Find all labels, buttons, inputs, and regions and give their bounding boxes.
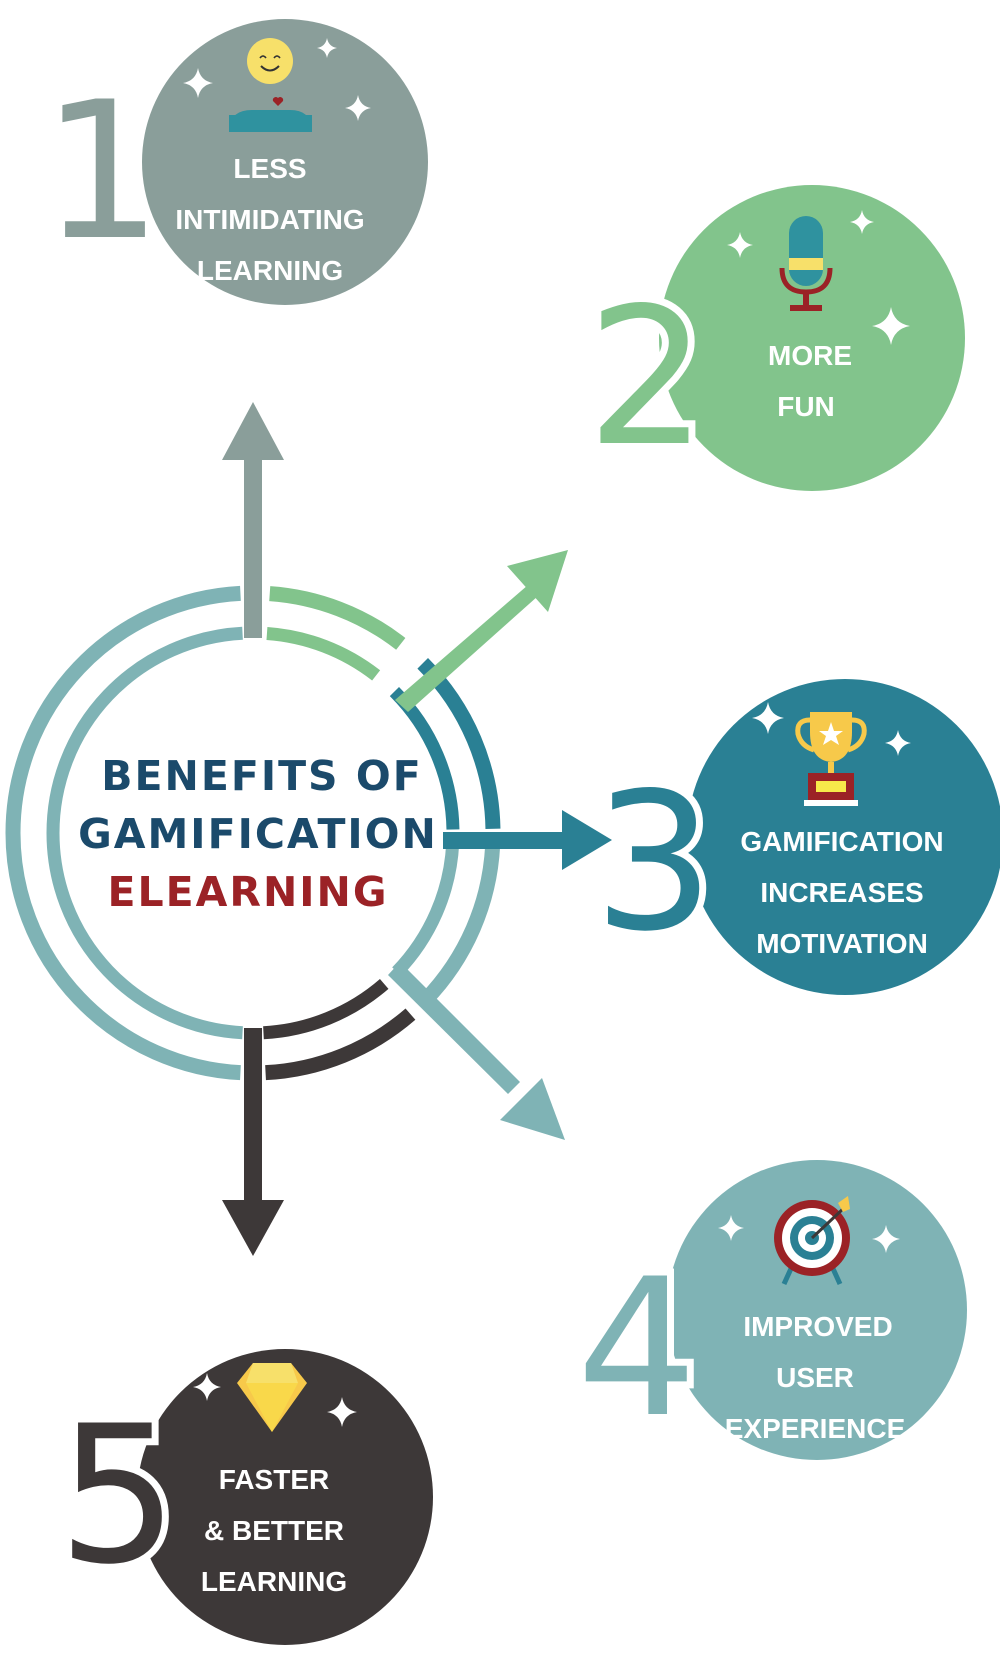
benefit-4-number: 4 — [577, 1238, 698, 1459]
outer-ring-arc-green — [269, 586, 406, 650]
benefit-1-line-1: LESS — [233, 153, 306, 184]
benefit-3: 3 GAMIFICATION INCREASES MOTIVATION — [587, 679, 1000, 995]
benefit-2-number: 2 — [587, 267, 708, 488]
benefit-4-line-1: IMPROVED — [743, 1311, 892, 1342]
inner-ring-arc-light-teal-lower — [392, 843, 460, 977]
benefit-5: 5 FASTER & BETTER LEARNING — [51, 1349, 433, 1645]
benefit-3-line-2: INCREASES — [760, 877, 923, 908]
benefit-1: 1 LESS INTIMIDATING LEARNING — [35, 19, 428, 305]
benefit-1-line-2: INTIMIDATING — [175, 204, 364, 235]
benefit-5-bubble — [137, 1349, 433, 1645]
title-line-3: ELEARNING — [108, 868, 389, 916]
benefit-4: 4 IMPROVED USER EXPERIENCE — [570, 1160, 967, 1466]
arrow-diagonal-green — [395, 550, 568, 712]
arrow-right-teal — [443, 810, 612, 870]
benefit-4-bubble — [667, 1160, 967, 1460]
inner-ring-arc-light-teal — [46, 626, 243, 1040]
microphone-icon — [779, 216, 833, 311]
title-line-2: GAMIFICATION — [78, 810, 438, 858]
inner-ring-arc-dark — [263, 979, 389, 1040]
target-icon — [774, 1196, 850, 1286]
benefit-2: 2 MORE FUN — [580, 185, 965, 495]
benefit-4-line-2: USER — [776, 1362, 854, 1393]
benefit-2-line-2: FUN — [777, 391, 835, 422]
title-line-1: BENEFITS OF — [101, 752, 422, 800]
arrow-down-dark — [222, 1028, 284, 1256]
outer-ring-arc-light-teal-lower — [420, 845, 501, 1005]
outer-ring-arc-light-teal — [5, 585, 241, 1081]
benefit-5-line-2: & BETTER — [204, 1515, 344, 1546]
inner-ring-arc-green — [266, 627, 381, 681]
diamond-icon — [237, 1363, 307, 1432]
outer-ring-arc-dark — [265, 1008, 416, 1081]
benefit-3-line-3: MOTIVATION — [756, 928, 928, 959]
benefit-3-bubble — [687, 679, 1000, 995]
arrow-diagonal-light-teal — [388, 962, 565, 1140]
benefit-5-line-3: LEARNING — [201, 1566, 347, 1597]
benefit-2-line-1: MORE — [768, 340, 852, 371]
happy-person-icon — [229, 38, 312, 132]
benefit-1-line-3: LEARNING — [197, 255, 343, 286]
benefit-5-line-1: FASTER — [219, 1464, 329, 1495]
benefit-2-bubble — [659, 185, 965, 491]
benefit-3-number: 3 — [594, 752, 715, 973]
benefit-1-bubble — [142, 19, 428, 305]
benefit-1-number: 1 — [42, 61, 163, 282]
benefit-5-number: 5 — [58, 1385, 179, 1606]
benefit-3-line-1: GAMIFICATION — [740, 826, 943, 857]
trophy-icon — [795, 712, 867, 806]
benefit-4-line-3: EXPERIENCE — [725, 1413, 906, 1444]
arrow-up-gray — [222, 402, 284, 638]
